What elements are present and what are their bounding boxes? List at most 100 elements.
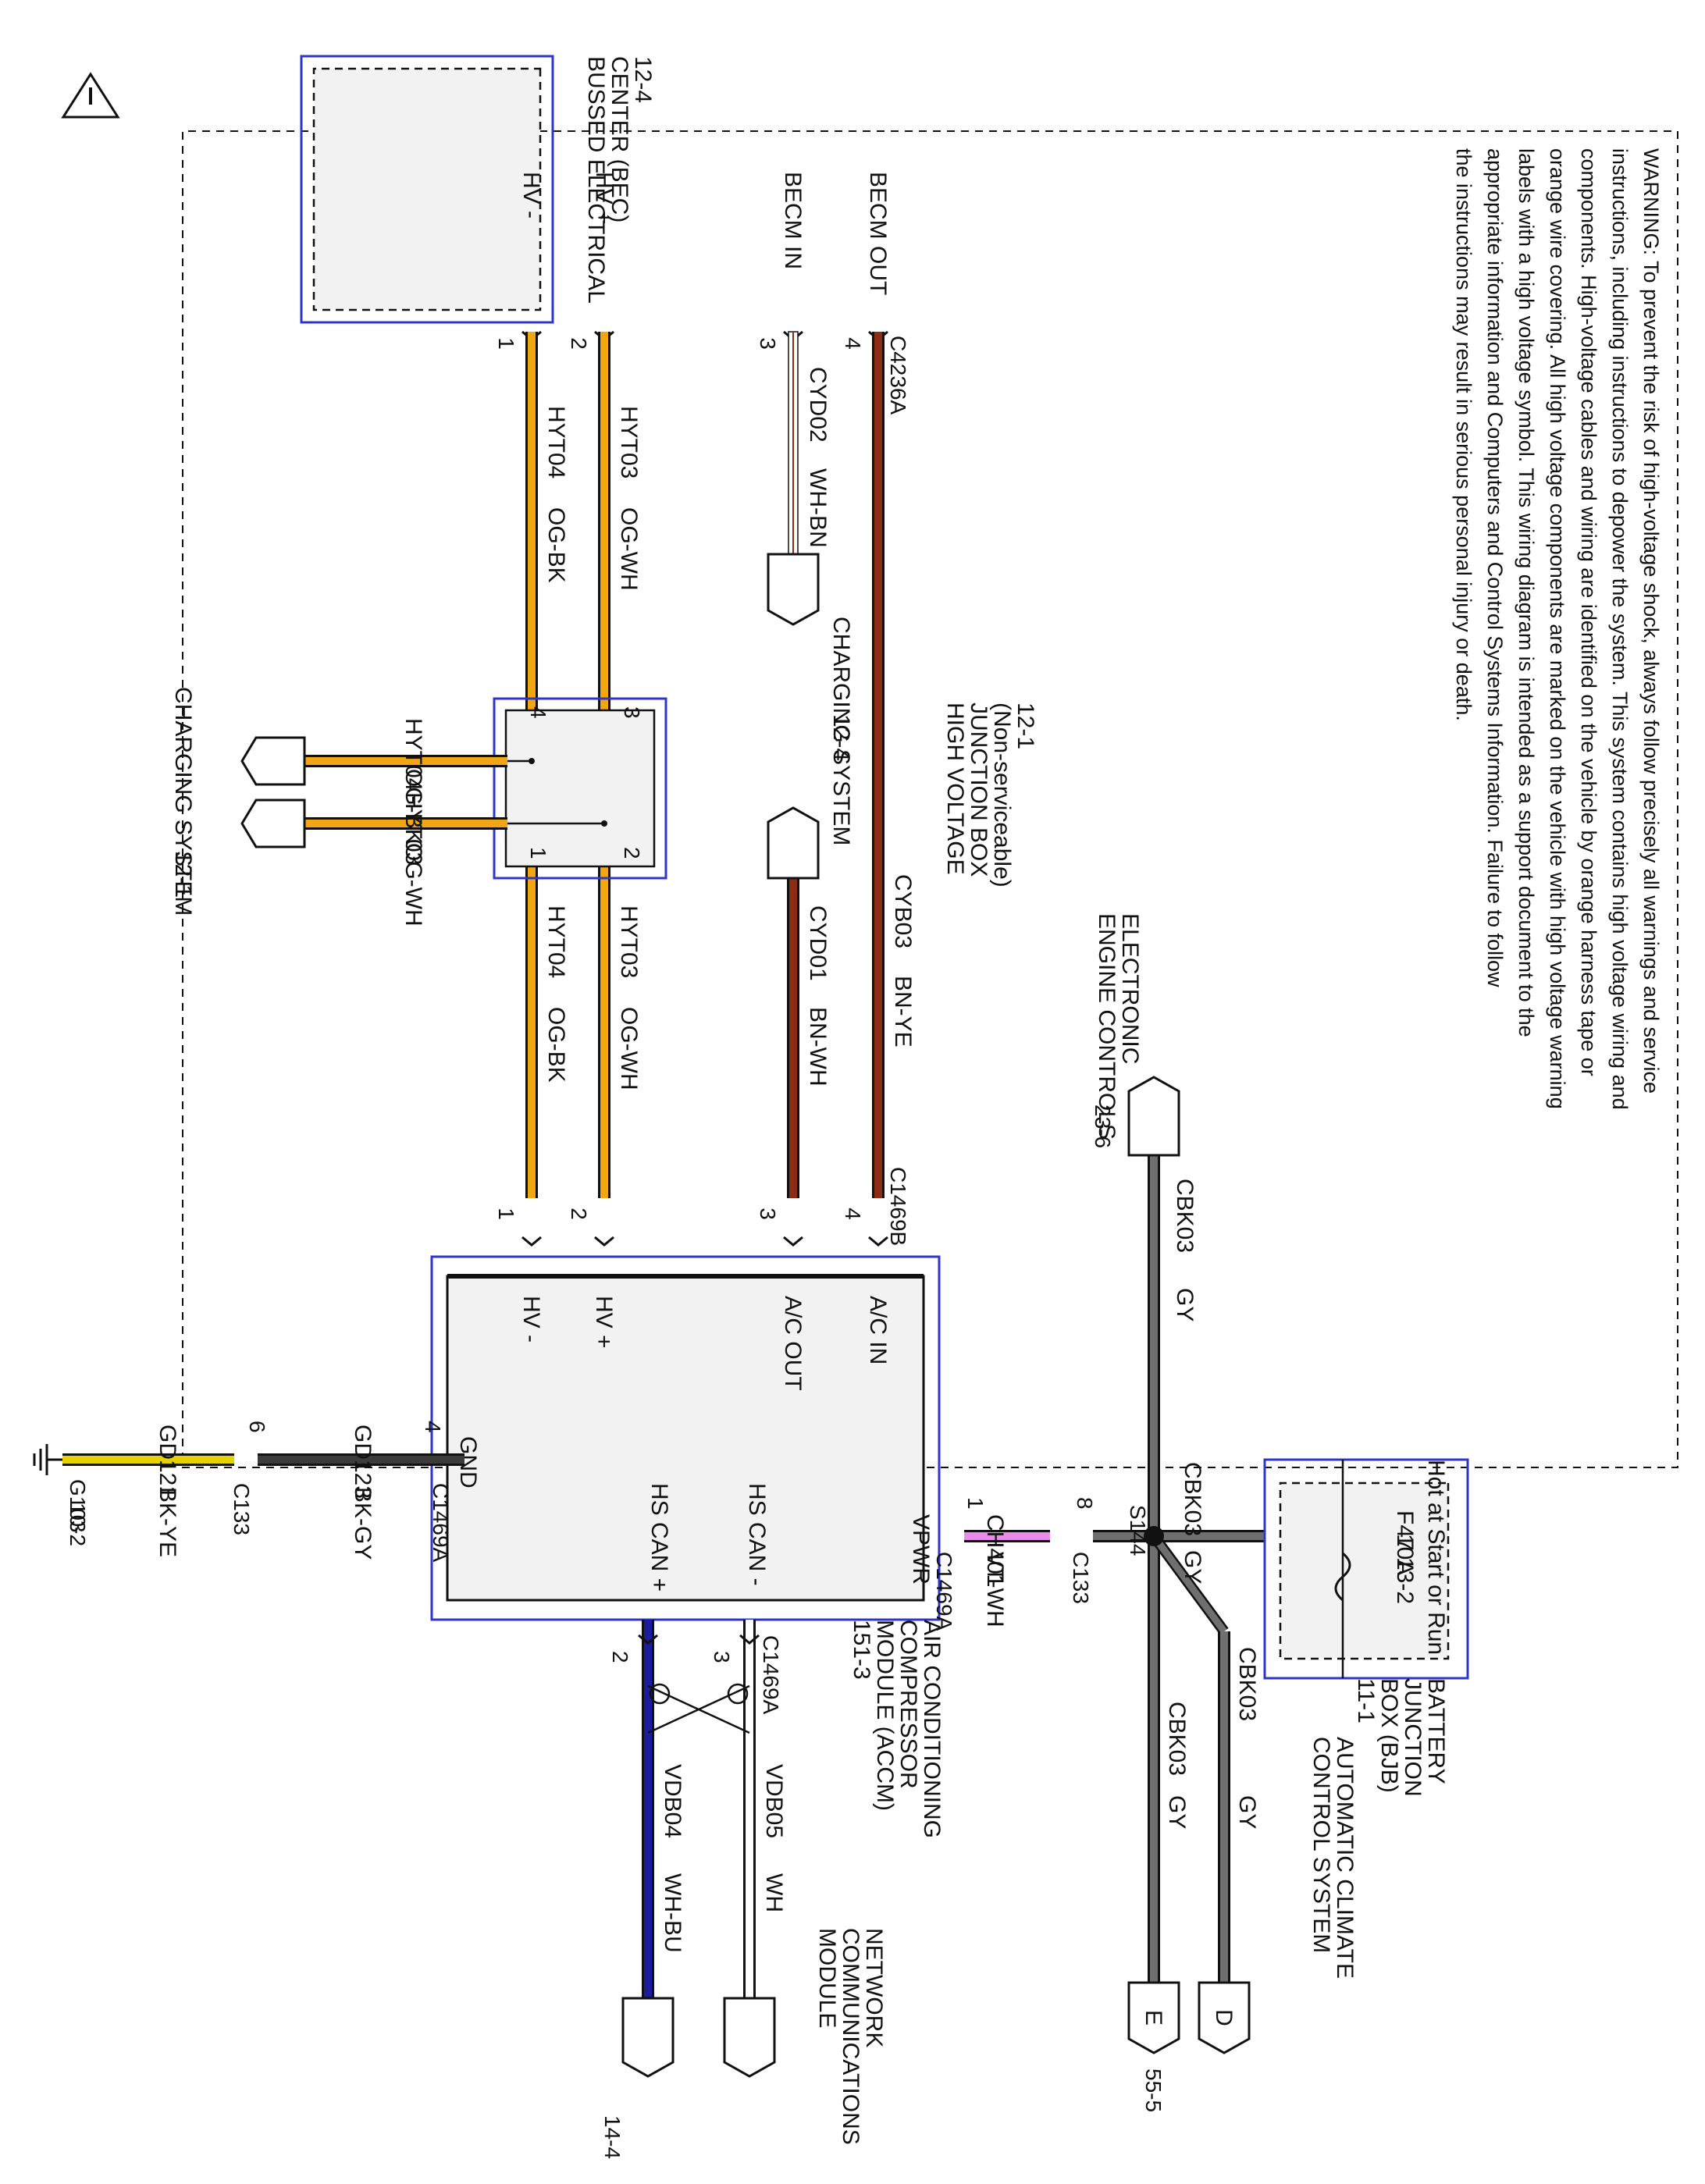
bec-pin-label: BECM IN	[780, 172, 806, 269]
bjb-name-line: BATTERY	[1423, 1678, 1449, 1784]
wire-gd121-core	[62, 1456, 234, 1464]
wire-hyt04-out-core	[304, 757, 507, 765]
network-reference-label: COMMUNICATIONS	[838, 1928, 863, 2145]
charging-system-12-1-arrow	[240, 799, 306, 848]
warning-text-line: orange wire covering. All high voltage c…	[1546, 148, 1569, 1109]
climate-control-page: 55-5	[1141, 2068, 1166, 2112]
vpwr-pin-number: 8	[1073, 1497, 1097, 1510]
splice-s144-label: S144	[1126, 1505, 1150, 1556]
connector-c1469b: C1469B	[886, 1167, 910, 1246]
twisted-pair-loop	[727, 1683, 749, 1705]
accm-pin-label: A/C IN	[865, 1296, 891, 1364]
accm-pin-label: HS CAN +	[646, 1483, 672, 1592]
bjb-hot-label: Hot at Start or Run	[1423, 1460, 1449, 1655]
warning-text-line: labels with a high voltage symbol. This …	[1515, 148, 1538, 1037]
accm-pin-label: A/C OUT	[780, 1296, 806, 1391]
wire-hyt04-right-label-circuit: HYT04	[543, 905, 569, 978]
ground-g103-label: G103	[66, 1479, 90, 1533]
wire-ch401-core	[964, 1532, 1050, 1540]
accm-name-line: AIR CONDITIONING	[919, 1620, 945, 1838]
wire-hyt03-left-label-color: OG-WH	[616, 507, 642, 591]
climate-control-label: CONTROL SYSTEM	[1308, 1737, 1334, 1953]
bec-box	[312, 67, 542, 311]
warning-box	[182, 130, 1678, 1468]
wire-vdb05-core	[746, 1620, 753, 1998]
bec-name-line: CENTER (BEC)	[607, 56, 632, 222]
charging-system-reference-arrow	[767, 806, 820, 880]
eec-reference-label: ELECTRONIC	[1117, 913, 1143, 1064]
warning-text-line: the instructions may result in serious p…	[1452, 148, 1475, 721]
charging-system-reference-label: CHARGING SYSTEM	[828, 617, 854, 845]
twisted-pair-loop	[649, 1683, 671, 1705]
wire-cyd01-label-circuit: CYD01	[805, 905, 831, 981]
electronic-engine-controls-arrow	[1127, 1076, 1180, 1157]
accm-pin-number: 2	[567, 1208, 591, 1220]
wire-hyt04-out-circuit: HYT04	[400, 718, 426, 791]
charging-system-12-1-label: CHARGING SYSTEM	[170, 687, 196, 916]
accm-connector-chevron	[521, 1236, 542, 1247]
wire-ch401-circuit: CH401	[982, 1514, 1008, 1587]
accm-pin-label: HS CAN -	[744, 1483, 770, 1586]
can-pin-number: 3	[710, 1651, 734, 1663]
charging-system-12-1-arrow	[240, 736, 306, 786]
climate-control-reference-d	[1198, 1981, 1251, 2054]
fuse-f47-rating: 10A	[1392, 1534, 1418, 1575]
hvjb-pin-number: 4	[526, 706, 550, 719]
eec-reference-label: ENGINE CONTROLS	[1094, 913, 1119, 1140]
accm-name-line: COMPRESSOR	[895, 1620, 921, 1789]
wire-gd121-circuit: GD121	[155, 1425, 180, 1499]
wire-hyt03-left-label-circuit: HYT03	[616, 406, 642, 478]
wire-cyb03-core	[874, 332, 882, 1198]
wire-cbk03-top-color: GY	[1172, 1288, 1198, 1321]
bec-name-line: BUSSED ELECTRICAL	[583, 56, 609, 304]
wire-ch401-color: VT-WH	[982, 1552, 1008, 1627]
twisted-pair	[647, 1684, 750, 1734]
wire-cbk03-bjb-color: GY	[1180, 1550, 1205, 1584]
climate-control-letter-e: E	[1141, 2010, 1166, 2026]
connector-c133-gnd: C133	[230, 1483, 254, 1535]
wire-vdb04-circuit: VDB04	[660, 1764, 685, 1838]
connector-c1469a-vpwr: C1469A	[932, 1552, 956, 1631]
rotated-diagram-group: WARNING: To prevent the risk of high-vol…	[33, 55, 1678, 2159]
wire-cbk03-e-color: GY	[1164, 1795, 1190, 1829]
bjb-outline	[1263, 1458, 1469, 1680]
connector-c133-vpwr: C133	[1069, 1552, 1093, 1604]
accm-pin-number: 1	[494, 1208, 518, 1220]
warning-text-line: instructions, including instructions to …	[1608, 148, 1632, 1110]
accm-pin-label: VPWR	[908, 1514, 934, 1585]
bec-pin-number: 4	[841, 337, 865, 350]
wire-hyt03-out-circuit: HYT03	[400, 792, 426, 865]
gnd-pin-number: 6	[245, 1421, 269, 1433]
wire-cbk03-d-core	[1220, 1631, 1228, 1983]
bec-pin-number: 1	[494, 337, 518, 350]
wire-hyt04-out-color: OG-BK	[400, 769, 426, 845]
wire-vdb04-color: WH-BU	[660, 1873, 685, 1953]
charging-system-reference-page: 12-4	[828, 714, 854, 761]
fuse-f47-page: 13-2	[1392, 1557, 1418, 1604]
climate-control-letter-d: D	[1211, 2009, 1237, 2026]
hvjb-name-line: 12-1	[1013, 703, 1038, 749]
climate-control-reference-e	[1127, 1981, 1180, 2054]
bec-pin-label: HV -	[518, 172, 544, 219]
network-reference-label: NETWORK	[861, 1928, 887, 2047]
vpwr-pin-number: 1	[963, 1497, 988, 1510]
wire-cyd02-label-color: WH-BN	[805, 468, 831, 548]
wire-gy-trunk-core	[1093, 1532, 1154, 1540]
bjb-name-line: BOX (BJB)	[1376, 1678, 1402, 1793]
hvjb-name-line: (Non-serviceable)	[989, 703, 1015, 887]
bjb-name-line: 11-1	[1353, 1678, 1379, 1723]
accm-connector-chevron	[868, 1236, 888, 1247]
wire-cyd01-core	[789, 878, 797, 1198]
can-connector-chevron	[638, 1634, 658, 1645]
wire-cbk03-bjb-core	[1154, 1532, 1265, 1540]
network-reference-arrow	[723, 1997, 776, 2078]
wire-cbk03-top-circuit: CBK03	[1172, 1179, 1198, 1253]
accm-pin-number: 4	[841, 1208, 865, 1220]
wire-cyb03-label-color: BN-YE	[890, 976, 916, 1048]
fuse-f47-label: F47	[1392, 1510, 1418, 1551]
wire-hyt04-right-core	[528, 902, 536, 1198]
wire-hyt04-left-label-circuit: HYT04	[543, 406, 569, 478]
bec-name-line: 12-4	[630, 56, 656, 103]
wire-hyt03-out-color: OG-WH	[400, 843, 426, 927]
